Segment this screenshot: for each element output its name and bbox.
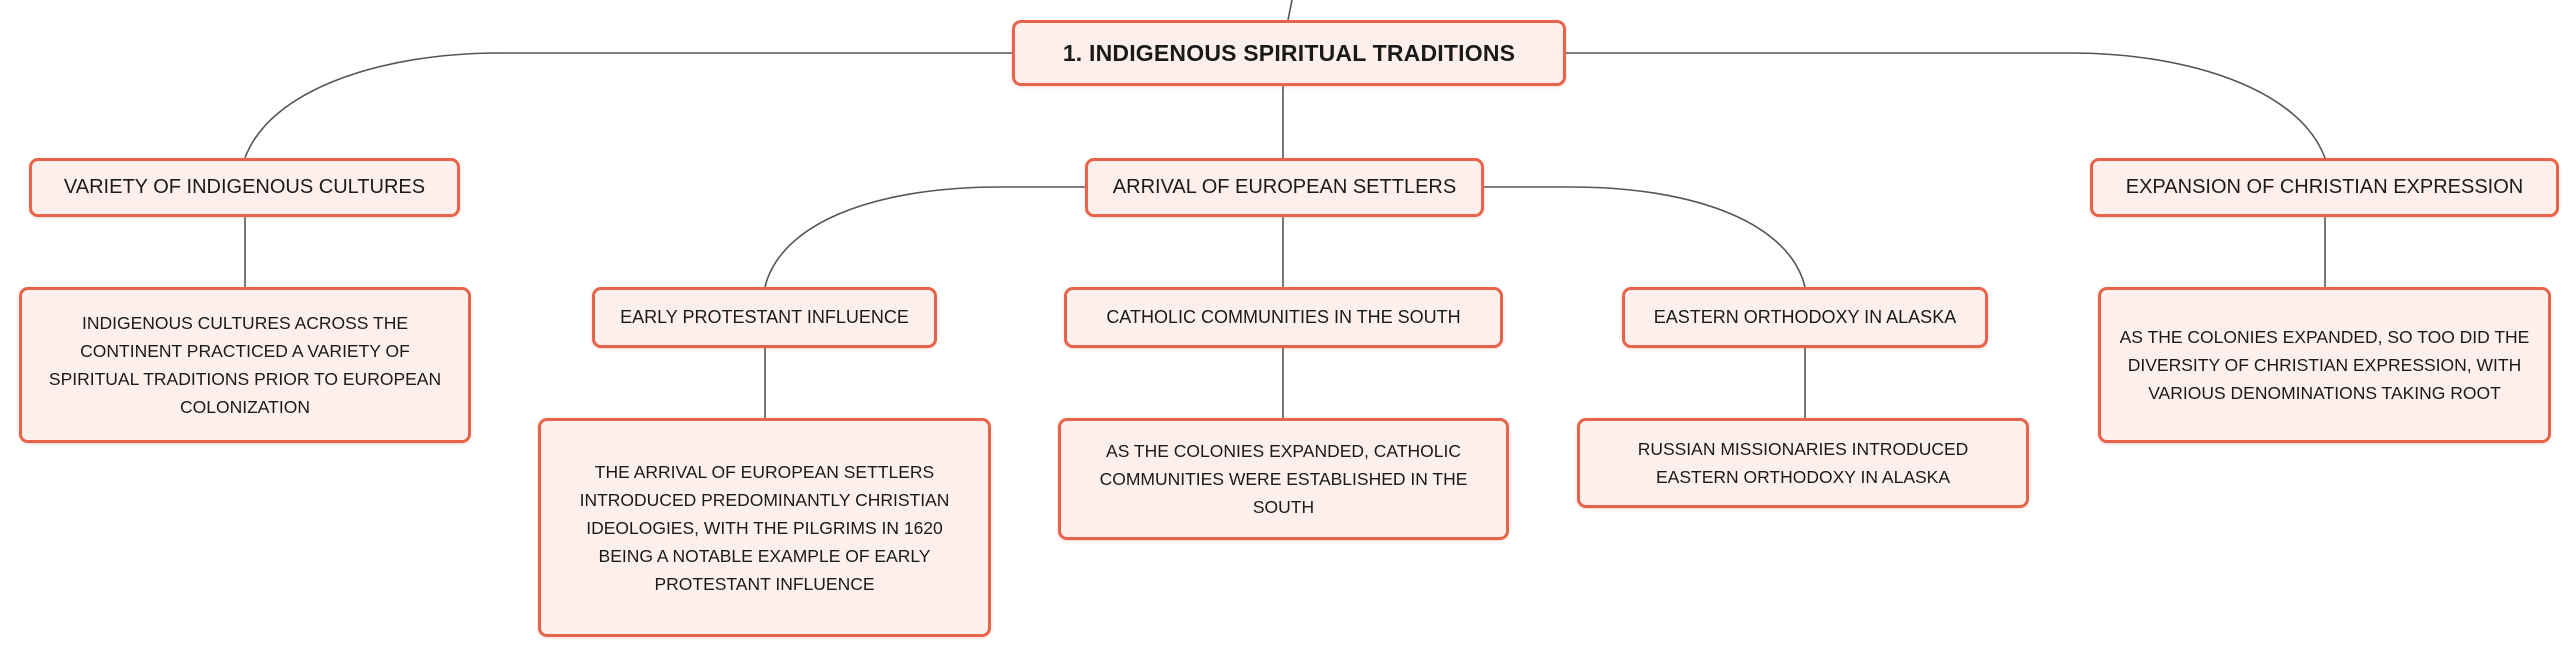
- subbranch-node-label: EASTERN ORTHODOXY IN ALASKA: [1653, 307, 1957, 327]
- root-node[interactable]: 1. INDIGENOUS SPIRITUAL TRADITIONS: [1012, 20, 1566, 86]
- connector-root-to-variety: [244, 52, 1012, 159]
- connector-root-to-expansion: [1566, 52, 2326, 159]
- connector-root-incoming: [1287, 0, 1293, 21]
- connector-arrival-to-orthodoxy: [1484, 186, 1806, 288]
- branch-node-variety[interactable]: VARIETY OF INDIGENOUS CULTURES: [29, 158, 460, 217]
- detail-node-text: AS THE COLONIES EXPANDED, SO TOO DID THE…: [2119, 327, 2530, 403]
- subbranch-node-label: CATHOLIC COMMUNITIES IN THE SOUTH: [1106, 307, 1461, 327]
- detail-node-orthodoxy[interactable]: RUSSIAN MISSIONARIES INTRODUCED EASTERN …: [1577, 418, 2029, 508]
- root-node-label: 1. INDIGENOUS SPIRITUAL TRADITIONS: [1062, 39, 1516, 66]
- subbranch-node-label: EARLY PROTESTANT INFLUENCE: [620, 307, 909, 327]
- detail-node-catholic[interactable]: AS THE COLONIES EXPANDED, CATHOLIC COMMU…: [1058, 418, 1509, 540]
- subbranch-node-orthodoxy[interactable]: EASTERN ORTHODOXY IN ALASKA: [1622, 287, 1988, 348]
- branch-node-label: VARIETY OF INDIGENOUS CULTURES: [63, 176, 426, 198]
- detail-node-protestant[interactable]: THE ARRIVAL OF EUROPEAN SETTLERS INTRODU…: [538, 418, 991, 637]
- subbranch-node-protestant[interactable]: EARLY PROTESTANT INFLUENCE: [592, 287, 937, 348]
- detail-node-text: AS THE COLONIES EXPANDED, CATHOLIC COMMU…: [1099, 441, 1468, 517]
- subbranch-node-catholic[interactable]: CATHOLIC COMMUNITIES IN THE SOUTH: [1064, 287, 1503, 348]
- branch-node-label: ARRIVAL OF EUROPEAN SETTLERS: [1112, 176, 1457, 198]
- detail-node-text: THE ARRIVAL OF EUROPEAN SETTLERS INTRODU…: [579, 461, 950, 594]
- detail-node-text: INDIGENOUS CULTURES ACROSS THE CONTINENT…: [48, 313, 442, 417]
- detail-node-text: RUSSIAN MISSIONARIES INTRODUCED EASTERN …: [1637, 439, 1969, 487]
- connector-arrival-to-protestant: [764, 186, 1085, 288]
- detail-node-variety[interactable]: INDIGENOUS CULTURES ACROSS THE CONTINENT…: [19, 287, 471, 443]
- branch-node-arrival[interactable]: ARRIVAL OF EUROPEAN SETTLERS: [1085, 158, 1484, 217]
- detail-node-expansion[interactable]: AS THE COLONIES EXPANDED, SO TOO DID THE…: [2098, 287, 2551, 443]
- branch-node-expansion[interactable]: EXPANSION OF CHRISTIAN EXPRESSION: [2090, 158, 2559, 217]
- branch-node-label: EXPANSION OF CHRISTIAN EXPRESSION: [2125, 176, 2524, 198]
